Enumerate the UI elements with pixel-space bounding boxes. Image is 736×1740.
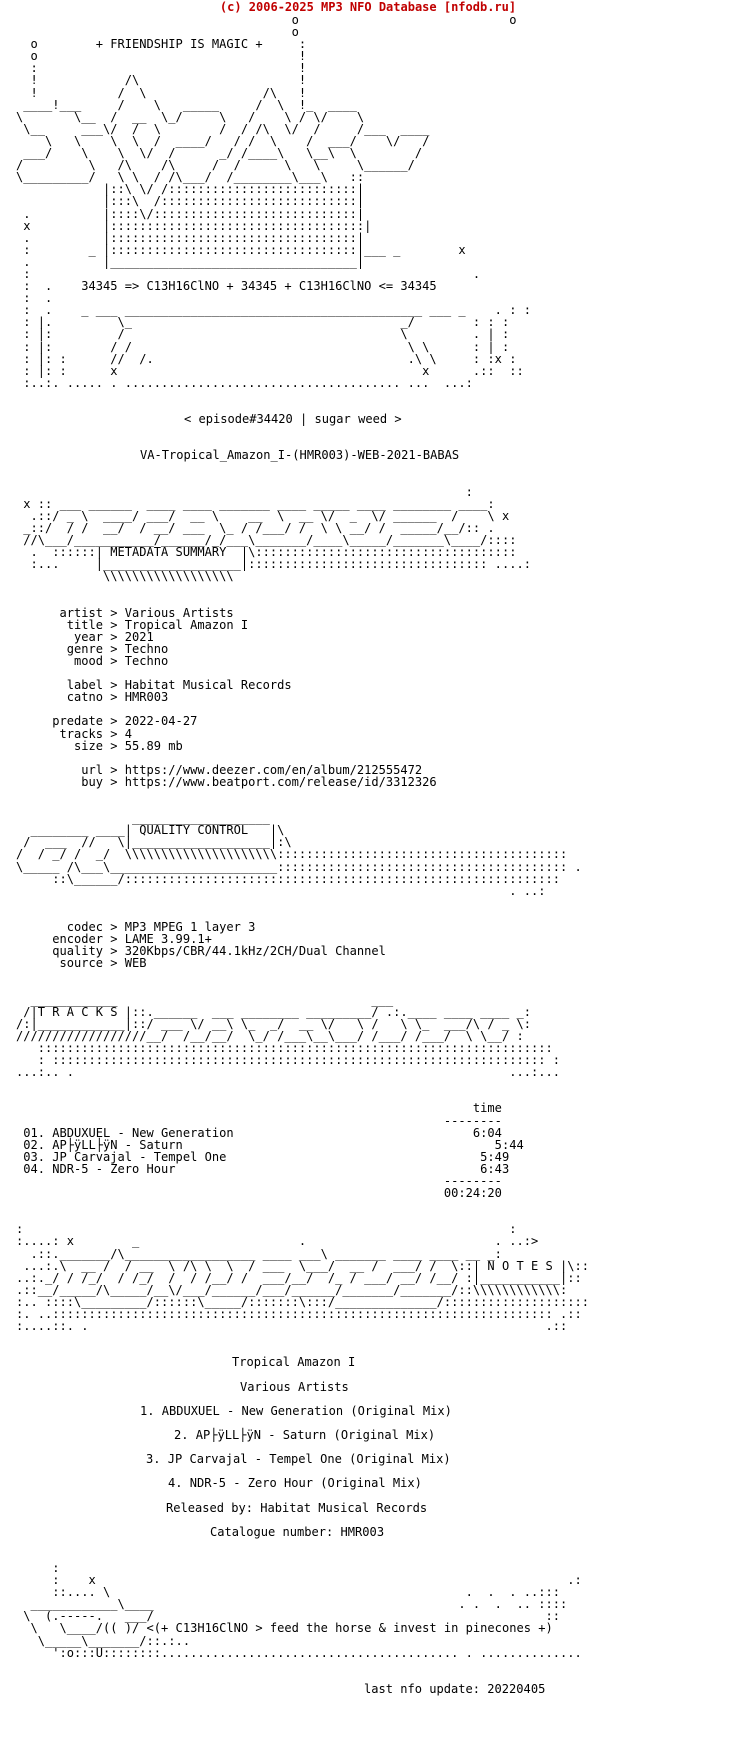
notes-track-4: 4. NDR-5 - Zero Hour (Original Mix) — [168, 1476, 422, 1491]
notes-header-art: : : :....: x _ . . ..:> .::._______/\___… — [16, 1222, 589, 1334]
friendship-banner-art: o o o o + FRIENDSHIP IS MAGIC + : o ! : … — [16, 13, 531, 390]
notes-track-1: 1. ABDUXUEL - New Generation (Original M… — [140, 1403, 452, 1418]
tracks-header-art: ____________ ___ /|T R A C K S |::._____… — [16, 992, 560, 1080]
notes-track-2: 2. AP├ÿLL├ÿN - Saturn (Original Mix) — [174, 1427, 436, 1442]
release-name: VA-Tropical_Amazon_I-(HMR003)-WEB-2021-B… — [140, 448, 460, 463]
notes-label: Released by: Habitat Musical Records — [166, 1500, 428, 1515]
notes-track-3: 3. JP Carvajal - Tempel One (Original Mi… — [146, 1452, 451, 1467]
last-update: last nfo update: 20220405 — [364, 1681, 546, 1696]
metadata-fields: artist > Various Artists title > Tropica… — [52, 605, 437, 789]
nfo-text: o o o o + FRIENDSHIP IS MAGIC + : o ! : … — [16, 14, 589, 1695]
episode-line: < episode#34420 | sugar weed > — [184, 412, 402, 427]
quality-fields: codec > MP3 MPEG 1 layer 3 encoder > LAM… — [52, 920, 386, 971]
notes-title: Tropical Amazon I — [232, 1355, 356, 1370]
copyright-header[interactable]: (c) 2006-2025 MP3 NFO Database [nfodb.ru… — [219, 0, 517, 14]
tracklist: time -------- 01. ABDUXUEL - New Generat… — [23, 1101, 524, 1201]
metadata-summary-art: : x :: ___ ______ ____ ____ _______ ____… — [23, 484, 531, 584]
notes-artist: Various Artists — [240, 1379, 349, 1394]
closing-ship-art: : : x .: ::.... \ . . . ..::: __________… — [23, 1561, 582, 1660]
quality-control-art: ___________________ ________ ____| QUALI… — [16, 811, 582, 898]
notes-catno: Catalogue number: HMR003 — [210, 1524, 385, 1539]
